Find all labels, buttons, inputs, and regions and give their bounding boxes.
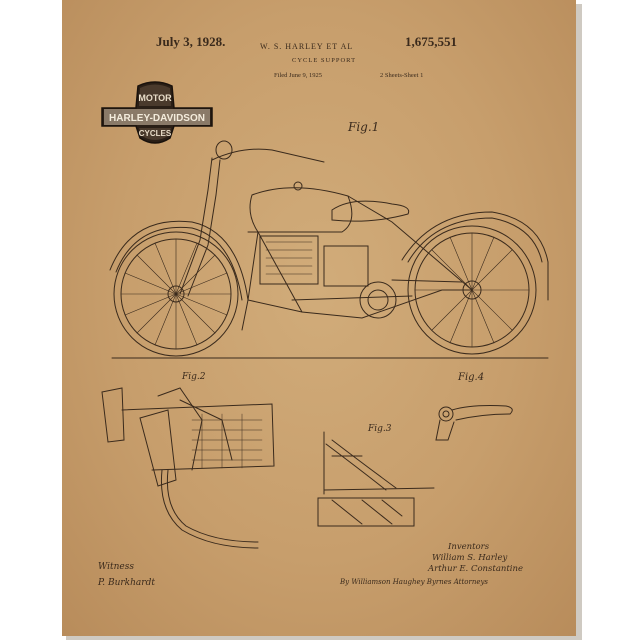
logo-motor-text: MOTOR bbox=[138, 93, 172, 103]
logo-harley-text: HARLEY-DAVIDSON bbox=[109, 113, 205, 124]
inventor-signature-2: Arthur E. Constantine bbox=[428, 564, 523, 574]
figure-2-label: Fig.2 bbox=[182, 372, 206, 382]
harley-davidson-logo: MOTOR HARLEY-DAVIDSON CYCLES bbox=[101, 81, 213, 144]
stand-detail-figure bbox=[101, 387, 275, 549]
sheet-number: 2 Sheets-Sheet 1 bbox=[380, 72, 424, 79]
lever-figure bbox=[435, 405, 513, 441]
patent-title: CYCLE SUPPORT bbox=[292, 57, 357, 64]
figure-1-label: Fig.1 bbox=[348, 120, 380, 134]
patent-poster: July 3, 1928. W. S. HARLEY ET AL 1,675,5… bbox=[62, 0, 576, 636]
inventors-label: Inventors bbox=[448, 542, 490, 552]
figure-3-label: Fig.3 bbox=[368, 424, 392, 434]
motorcycle-figure bbox=[109, 140, 549, 359]
patent-inventor: W. S. HARLEY ET AL bbox=[260, 42, 354, 51]
filed-date: Filed June 9, 1925 bbox=[274, 72, 323, 79]
attorneys-signature: By Williamson Haughey Byrnes Attorneys bbox=[340, 578, 489, 586]
inventor-signature-1: William S. Harley bbox=[432, 553, 508, 563]
witness-label: Witness bbox=[98, 562, 134, 572]
logo-cycles-text: CYCLES bbox=[139, 129, 172, 138]
figure-4-label: Fig.4 bbox=[458, 372, 485, 383]
patent-drawing bbox=[101, 140, 549, 549]
witness-signature: P. Burkhardt bbox=[98, 578, 155, 588]
patent-date: July 3, 1928. bbox=[156, 34, 226, 49]
patent-number: 1,675,551 bbox=[405, 34, 457, 49]
stand-figure bbox=[317, 431, 435, 527]
